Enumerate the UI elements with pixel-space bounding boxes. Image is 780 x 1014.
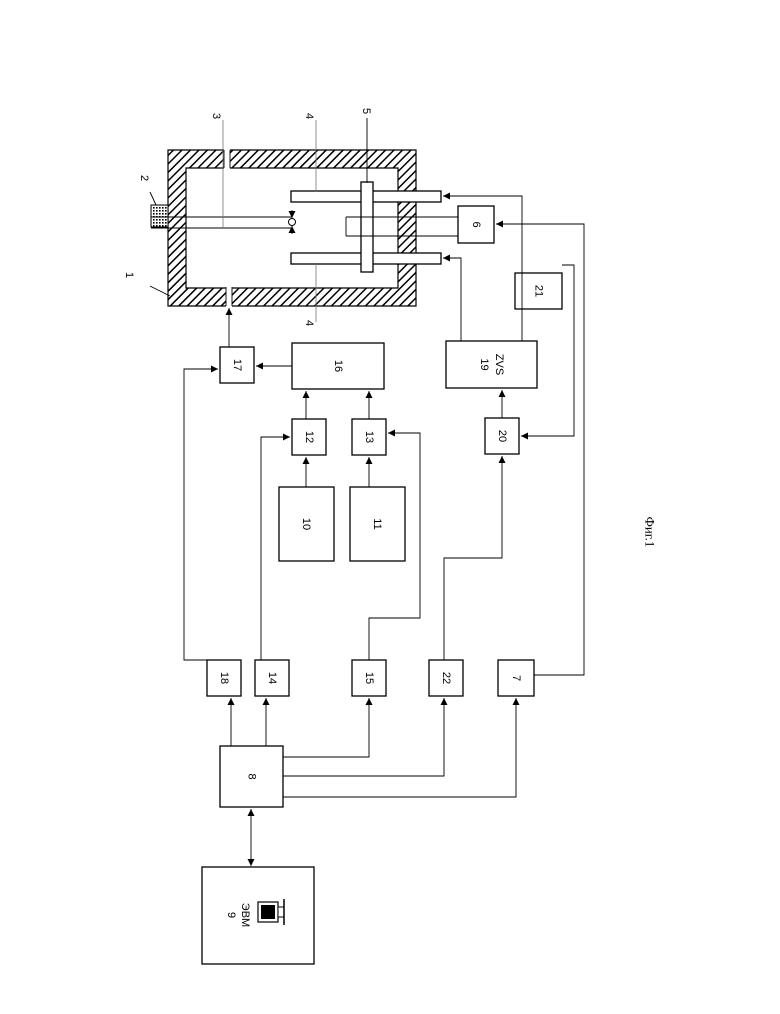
block-13-label: 13 — [363, 431, 375, 443]
block-9-label: ЭВМ — [239, 903, 251, 927]
block-8-label: 8 — [246, 773, 258, 779]
electrodes — [291, 182, 460, 272]
block-20-label: 20 — [496, 430, 508, 442]
feedthrough-opening — [224, 149, 230, 169]
block-9-number: 9 — [225, 912, 237, 918]
block-15: 15 — [352, 660, 386, 696]
block-11-label: 11 — [371, 518, 383, 529]
block-10: 10 — [279, 487, 334, 561]
block-16-label: 16 — [332, 360, 344, 372]
block-17: 17 — [220, 347, 254, 383]
block-8: 8 — [220, 746, 283, 807]
block-21-label: 21 — [533, 285, 545, 297]
block-19: 19 ZVS — [446, 341, 537, 388]
block-22-label: 22 — [440, 672, 452, 684]
block-12-label: 12 — [303, 431, 315, 443]
sensor-block-2 — [151, 205, 168, 227]
block-9-computer: 9 ЭВМ — [202, 867, 314, 964]
callout-2: 2 — [138, 175, 150, 181]
block-10-label: 10 — [300, 518, 312, 530]
block-7: 7 — [498, 660, 534, 696]
block-19-label: ZVS — [493, 354, 505, 375]
block-22: 22 — [429, 660, 463, 696]
block-7-label: 7 — [510, 675, 522, 681]
figure-caption: Фиг.1 — [643, 517, 658, 548]
block-18: 18 — [207, 660, 241, 696]
block-13: 13 — [352, 419, 386, 455]
block-11: 11 — [350, 487, 405, 561]
block-12: 12 — [292, 419, 326, 455]
substrate-holder-5 — [361, 182, 373, 272]
callout-4-top: 4 — [303, 113, 315, 119]
gas-inlet-opening — [226, 287, 232, 307]
block-17-label: 17 — [231, 359, 243, 371]
block-16: 16 — [292, 343, 384, 389]
block-19-number: 19 — [478, 358, 490, 370]
callout-3: 3 — [210, 113, 222, 119]
block-20: 20 — [485, 418, 519, 454]
callout-5: 5 — [360, 108, 372, 114]
callout-4-bottom: 4 — [303, 320, 315, 326]
block-15-label: 15 — [363, 672, 375, 684]
block-14-label: 14 — [266, 672, 278, 684]
block-6-label: 6 — [470, 221, 482, 227]
callout-1: 1 — [123, 272, 135, 278]
block-14: 14 — [255, 660, 289, 696]
block-18-label: 18 — [218, 672, 230, 684]
